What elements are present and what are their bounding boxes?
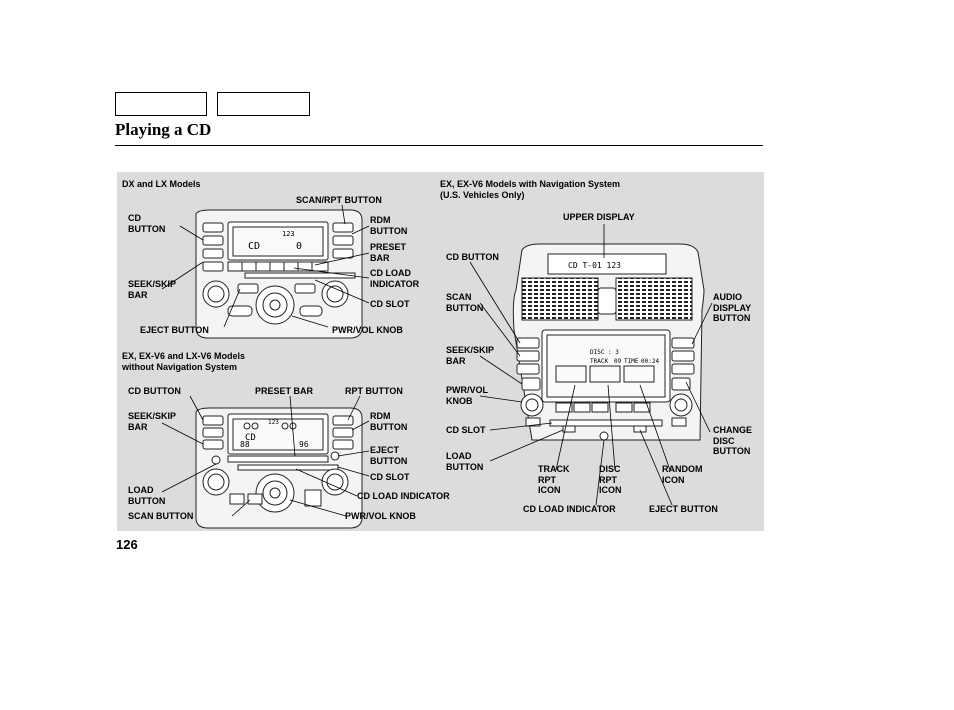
nav-display-track-no: 09 — [614, 358, 622, 365]
label-rdm-button: RDM BUTTON — [370, 215, 408, 236]
label-nav-change-disc-button: CHANGE DISC BUTTON — [713, 425, 753, 456]
label-nav-seek-skip-bar: SEEK/SKIP BAR — [446, 345, 495, 366]
label-nav-load-button: LOAD BUTTON — [446, 451, 484, 472]
label-ex-seek-skip-bar: SEEK/SKIP BAR — [128, 411, 177, 432]
label-pwr-vol-knob: PWR/VOL KNOB — [332, 325, 403, 335]
ex-display-clock: 123 — [268, 419, 279, 426]
label-ex-cd-load-indicator: CD LOAD INDICATOR — [357, 491, 450, 501]
ex-nav-console-unit — [512, 243, 705, 441]
nav-display-time: TIME — [624, 358, 639, 365]
dx-lx-radio-unit — [195, 209, 363, 339]
label-nav-cd-load-indicator: CD LOAD INDICATOR — [523, 504, 616, 514]
label-ex-scan-button: SCAN BUTTON — [128, 511, 194, 521]
ex-nav-heading: EX, EX-V6 Models with Navigation System … — [440, 179, 621, 200]
label-nav-disc-rpt-icon: DISC RPT ICON — [599, 464, 622, 495]
label-ex-cd-button: CD BUTTON — [128, 386, 181, 396]
leader-lines — [161, 204, 713, 517]
nav-display-track: TRACK — [590, 358, 608, 365]
title-rule — [115, 145, 763, 146]
ex-nonav-heading: EX, EX-V6 and LX-V6 Models without Navig… — [122, 351, 246, 372]
label-ex-eject-button: EJECT BUTTON — [370, 445, 408, 466]
dx-display-cd: CD — [248, 241, 260, 252]
label-ex-cd-slot: CD SLOT — [370, 472, 410, 482]
label-nav-cd-button: CD BUTTON — [446, 252, 499, 262]
label-nav-random-icon: RANDOM ICON — [662, 464, 703, 485]
label-cd-slot: CD SLOT — [370, 299, 410, 309]
ex-display-cd: CD — [245, 433, 256, 443]
label-nav-upper-display: UPPER DISPLAY — [563, 212, 635, 222]
dx-display-clock: 123 — [282, 230, 295, 238]
label-cd-load-indicator: CD LOAD INDICATOR — [370, 268, 420, 289]
label-scan-rpt-button: SCAN/RPT BUTTON — [296, 195, 382, 205]
ex-display-96: 96 — [299, 440, 309, 449]
label-nav-pwr-vol-knob: PWR/VOL KNOB — [446, 385, 488, 406]
nav-upper-display-text: CD T-01 123 — [568, 261, 621, 270]
label-seek-skip-bar: SEEK/SKIP BAR — [128, 279, 177, 300]
label-preset-bar: PRESET BAR — [370, 242, 407, 263]
dx-lx-heading: DX and LX Models — [122, 179, 201, 189]
label-ex-rdm-button: RDM BUTTON — [370, 411, 408, 432]
label-nav-track-rpt-icon: TRACK RPT ICON — [538, 464, 570, 495]
nav-tab-2[interactable] — [217, 92, 310, 116]
label-nav-eject-button: EJECT BUTTON — [649, 504, 718, 514]
nav-display-time-value: 00:24 — [641, 358, 659, 365]
ex-no-nav-radio-unit — [195, 407, 363, 529]
label-eject-button: EJECT BUTTON — [140, 325, 209, 335]
nav-display-disc: DISC : 3 — [590, 349, 619, 356]
ex-display-88: 88 — [240, 440, 250, 449]
nav-tab-1[interactable] — [115, 92, 207, 116]
label-nav-audio-display-button: AUDIO DISPLAY BUTTON — [713, 292, 752, 323]
label-ex-load-button: LOAD BUTTON — [128, 485, 166, 506]
label-nav-scan-button: SCAN BUTTON — [446, 292, 484, 313]
page-number: 126 — [116, 537, 138, 552]
label-ex-preset-bar: PRESET BAR — [255, 386, 314, 396]
label-ex-rpt-button: RPT BUTTON — [345, 386, 403, 396]
page-title: Playing a CD — [115, 120, 212, 139]
label-nav-cd-slot: CD SLOT — [446, 425, 486, 435]
label-ex-pwr-vol-knob: PWR/VOL KNOB — [345, 511, 416, 521]
dx-display-zero: 0 — [296, 241, 302, 252]
label-cd-button: CD BUTTON — [128, 213, 166, 234]
